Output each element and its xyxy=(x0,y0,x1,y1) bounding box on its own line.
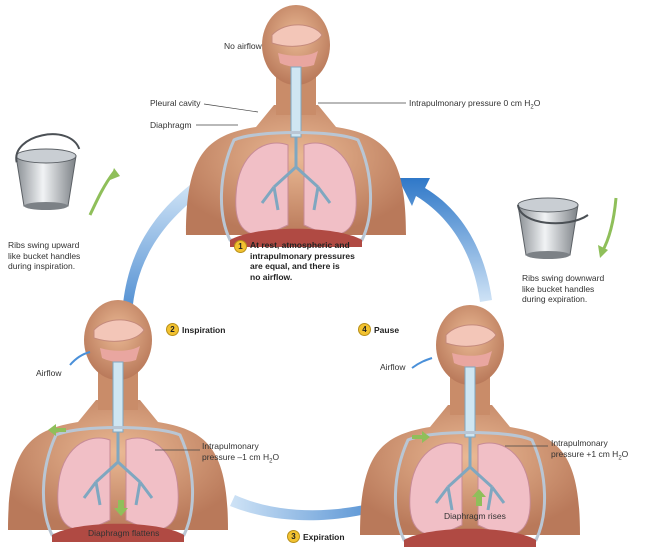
step-3: 3 Expiration xyxy=(287,530,345,543)
right-pressure-sub: 2 xyxy=(618,455,622,462)
pause-arrow xyxy=(398,178,492,302)
left-bucket-caption: Ribs swing upward like bucket handles du… xyxy=(8,240,81,271)
pleural-cavity-label: Pleural cavity xyxy=(150,98,201,108)
step-4-text: Pause xyxy=(374,324,400,335)
right-pressure-text: Intrapulmonary pressure +1 cm H xyxy=(551,438,619,459)
top-airflow-label: No airflow xyxy=(224,41,262,51)
left-airflow-arrow xyxy=(69,351,91,366)
left-bucket-illustration xyxy=(15,133,81,211)
left-bucket-arrowhead xyxy=(110,168,120,180)
step-2: 2 Inspiration xyxy=(166,323,225,336)
step-2-badge: 2 xyxy=(166,323,179,336)
step-2-text: Inspiration xyxy=(182,324,226,335)
right-pressure-suffix: O xyxy=(621,448,629,459)
step-4-badge: 4 xyxy=(358,323,371,336)
step-1-text: At rest, atmospheric and intrapulmonary … xyxy=(250,240,355,282)
step-3-badge: 3 xyxy=(287,530,300,543)
top-torso-illustration xyxy=(184,3,408,249)
right-bucket-arrowhead xyxy=(598,245,608,258)
top-pressure-suffix: O xyxy=(533,98,541,108)
top-pressure-text: Intrapulmonary pressure 0 cm H xyxy=(409,98,531,108)
top-leader-lines xyxy=(196,102,406,126)
right-bucket-illustration xyxy=(517,197,589,260)
left-pressure-sub: 2 xyxy=(269,458,273,465)
step-4: 4 Pause xyxy=(358,323,399,336)
left-green-arrows xyxy=(48,424,128,516)
left-pressure-label: Intrapulmonary pressure –1 cm H2O xyxy=(202,441,279,467)
left-pressure-text: Intrapulmonary pressure –1 cm H xyxy=(202,441,270,462)
right-diaphragm-label: Diaphragm rises xyxy=(444,511,506,521)
left-airflow-label: Airflow xyxy=(36,368,62,378)
step-3-text: Expiration xyxy=(303,531,345,542)
left-pressure-suffix: O xyxy=(272,451,280,462)
step-1: 1 At rest, atmospheric and intrapulmonar… xyxy=(234,240,355,282)
left-bucket-swing-arrow xyxy=(88,171,116,216)
top-pressure-label: Intrapulmonary pressure 0 cm H2O xyxy=(409,98,540,113)
right-pressure-label: Intrapulmonary pressure +1 cm H2O xyxy=(551,438,628,464)
right-bucket-caption: Ribs swing downward like bucket handles … xyxy=(522,273,605,304)
right-green-arrows xyxy=(412,431,486,506)
right-airflow-label: Airflow xyxy=(380,362,406,372)
step-1-badge: 1 xyxy=(234,240,247,253)
left-diaphragm-label: Diaphragm flattens xyxy=(88,528,160,538)
top-pressure-sub: 2 xyxy=(530,104,534,111)
diaphragm-label: Diaphragm xyxy=(150,120,192,130)
right-airflow-arrow xyxy=(411,357,433,369)
right-bucket-swing-arrow xyxy=(600,197,618,253)
